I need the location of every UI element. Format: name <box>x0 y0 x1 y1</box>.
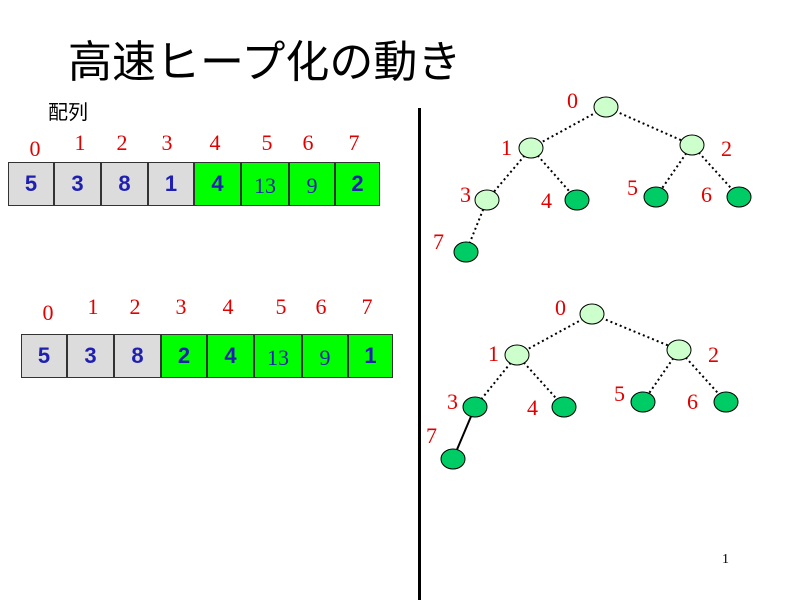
tree2-node-label: 1 <box>488 341 499 366</box>
slide-title: 高速ヒープ化の動き <box>68 37 462 88</box>
tree2-node-label: 3 <box>447 389 458 414</box>
array1-cell: 13 <box>241 162 289 206</box>
tree1-node <box>518 137 544 159</box>
tree2-node-label: 2 <box>708 342 719 367</box>
array-label: 配列 <box>48 100 88 124</box>
array1-cell: 1 <box>148 162 194 206</box>
array2-index: 2 <box>129 294 141 319</box>
tree2-node <box>630 391 656 413</box>
tree1-node-label: 0 <box>567 88 578 113</box>
tree1-node <box>643 186 669 208</box>
tree1-edge <box>486 147 532 201</box>
array2-cell: 5 <box>21 334 67 378</box>
tree1-node <box>474 189 500 211</box>
vertical-divider <box>418 108 421 600</box>
tree1-edge <box>530 147 578 201</box>
tree1-node <box>679 134 705 156</box>
tree1-node-label: 6 <box>701 182 712 207</box>
array1-cell: 4 <box>194 162 241 206</box>
array2-cell: 13 <box>254 334 302 378</box>
tree2-edge <box>516 313 593 356</box>
tree2-node <box>666 339 692 361</box>
page-number: 1 <box>722 552 729 567</box>
array2-index: 4 <box>222 294 234 319</box>
array1-cell: 3 <box>54 162 101 206</box>
array1-index: 1 <box>74 130 86 155</box>
array2-cell: 9 <box>302 334 348 378</box>
array1-index: 5 <box>261 130 273 155</box>
array2-index: 3 <box>175 294 187 319</box>
tree1-node <box>453 241 479 263</box>
array1-cell: 2 <box>335 162 380 206</box>
array2-cell: 8 <box>114 334 161 378</box>
array2-index: 7 <box>361 294 373 319</box>
tree1-edge <box>605 106 693 146</box>
array2-index: 1 <box>87 294 99 319</box>
tree2-node <box>462 396 488 418</box>
tree2-node <box>713 391 739 413</box>
tree1-node <box>564 189 590 211</box>
tree1-edge <box>691 144 740 198</box>
array2-cell: 1 <box>348 334 393 378</box>
array2-cell: 3 <box>67 334 114 378</box>
tree1-edge <box>530 106 607 149</box>
array1-index: 3 <box>161 130 173 155</box>
array2-index: 6 <box>315 294 327 319</box>
tree1-node-label: 1 <box>501 135 512 160</box>
array1-cell: 9 <box>289 162 335 206</box>
tree2-edge <box>591 313 680 351</box>
array2-index: 0 <box>42 300 54 325</box>
array1-cell: 8 <box>101 162 148 206</box>
tree2-node <box>440 448 466 470</box>
tree2-node-label: 6 <box>687 389 698 414</box>
tree1-node-label: 5 <box>627 175 638 200</box>
tree2-node <box>551 396 577 418</box>
tree2-edge <box>516 354 565 408</box>
tree1-node-label: 2 <box>721 136 732 161</box>
tree2-node <box>579 303 605 325</box>
array2-cell: 2 <box>161 334 207 378</box>
tree1-node <box>726 186 752 208</box>
tree2-node-label: 7 <box>426 423 437 448</box>
tree1-node <box>593 96 619 118</box>
array1-cell: 5 <box>8 162 54 206</box>
tree2-node-label: 5 <box>614 381 625 406</box>
tree1-node-label: 7 <box>433 229 444 254</box>
tree1-node-label: 3 <box>460 182 471 207</box>
array1-index: 0 <box>29 136 41 161</box>
array1-index: 4 <box>209 130 221 155</box>
array1-index: 7 <box>348 130 360 155</box>
tree1-node-label: 4 <box>541 188 552 213</box>
tree2-edge <box>678 349 727 403</box>
array1-index: 2 <box>116 130 128 155</box>
tree2-node-label: 0 <box>555 295 566 320</box>
array1-index: 6 <box>302 130 314 155</box>
array2-index: 5 <box>275 294 287 319</box>
tree2-node <box>504 344 530 366</box>
array2-cell: 4 <box>207 334 254 378</box>
tree2-node-label: 4 <box>527 395 538 420</box>
